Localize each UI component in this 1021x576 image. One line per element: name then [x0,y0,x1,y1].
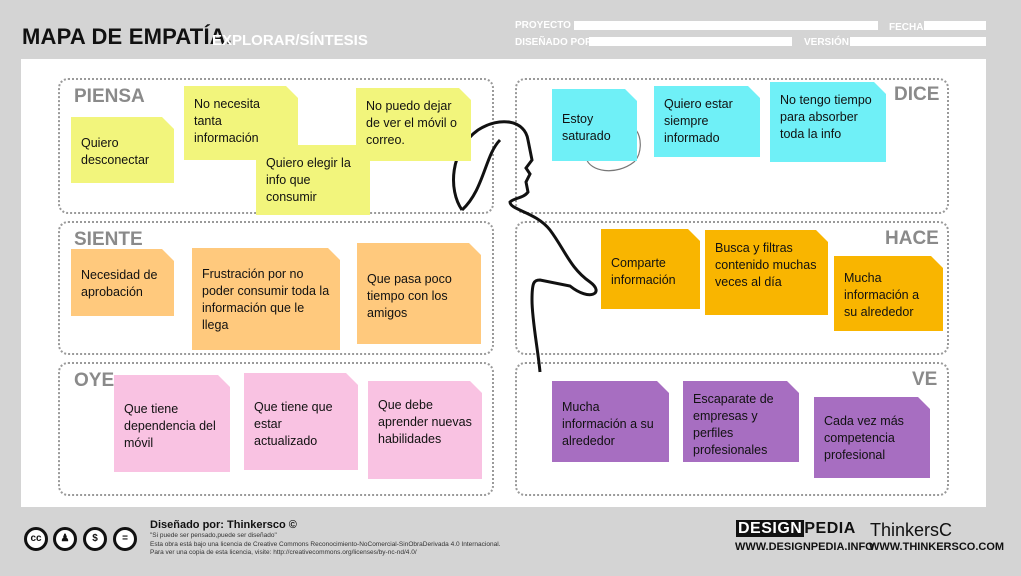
quadrant-ve [515,362,949,496]
note-hace-1[interactable]: Comparte información [601,229,700,309]
note-dice-2[interactable]: Quiero estar siempre informado [654,86,760,157]
note-ve-3[interactable]: Cada vez más competencia profesional [814,397,930,478]
nc-icon: $ [83,527,107,551]
note-dice-1[interactable]: Estoy saturado [552,89,637,161]
page-subtitle: EXPLORAR/SÍNTESIS [212,32,368,49]
label-hace: HACE [885,228,939,249]
quadrant-siente [58,221,494,355]
note-oye-1[interactable]: Que tiene dependencia del móvil [114,375,230,472]
proyecto-field[interactable] [574,21,878,30]
note-piensa-1[interactable]: Quiero desconectar [71,117,174,183]
note-piensa-3[interactable]: Quiero elegir la info que consumir [256,145,370,215]
note-oye-3[interactable]: Que debe aprender nuevas habilidades [368,381,482,479]
fecha-label: FECHA [889,22,924,33]
speech-bubble-icon [585,129,641,172]
disenado-por-label: DISEÑADO POR [515,37,593,48]
note-piensa-4[interactable]: No puedo dejar de ver el móvil o correo. [356,88,471,161]
note-siente-2[interactable]: Frustración por no poder consumir toda l… [192,248,340,350]
designpedia-url[interactable]: WWW.DESIGNPEDIA.INFO [735,541,874,553]
proyecto-label: PROYECTO [515,20,571,31]
license-line-2: Para ver una copia de esta licencia, vis… [150,549,417,556]
version-label: VERSIÓN [804,37,850,48]
note-oye-2[interactable]: Que tiene que estar actualizado [244,373,358,470]
nd-icon: = [113,527,137,551]
note-dice-3[interactable]: No tengo tiempo para absorber toda la in… [770,82,886,162]
label-oye: OYE [74,370,115,391]
quadrant-hace [515,221,949,355]
note-siente-3[interactable]: Que pasa poco tiempo con los amigos [357,243,481,344]
note-ve-1[interactable]: Mucha información a su alrededor [552,381,669,462]
thinkersco-logo: ThinkersC [870,520,953,540]
label-dice: DICE [894,84,940,105]
note-hace-2[interactable]: Busca y filtras contenido muchas veces a… [705,230,828,315]
note-ve-2[interactable]: Escaparate de empresas y perfiles profes… [683,381,799,462]
cc-icon: cc [24,527,48,551]
license-line-1: Esta obra está bajo una licencia de Crea… [150,541,501,548]
note-siente-1[interactable]: Necesidad de aprobación [71,249,174,316]
label-piensa: PIENSA [74,86,145,107]
tagline: "Si puede ser pensado,puede ser diseñado… [150,532,277,539]
designed-by: Diseñado por: Thinkersco © [150,519,297,531]
note-hace-3[interactable]: Mucha información a su alrededor [834,256,943,331]
version-field[interactable] [850,37,986,46]
disenado-por-field[interactable] [589,37,792,46]
thinkersco-url[interactable]: WWW.THINKERSCO.COM [869,541,1005,553]
label-ve: VE [912,369,938,390]
head-silhouette-icon [452,120,598,373]
by-icon: ♟ [53,527,77,551]
label-siente: SIENTE [74,229,143,250]
quadrant-oye [58,362,494,496]
page-title: MAPA DE EMPATÍA. [22,24,233,49]
fecha-field[interactable] [924,21,986,30]
quadrant-dice [515,78,949,214]
